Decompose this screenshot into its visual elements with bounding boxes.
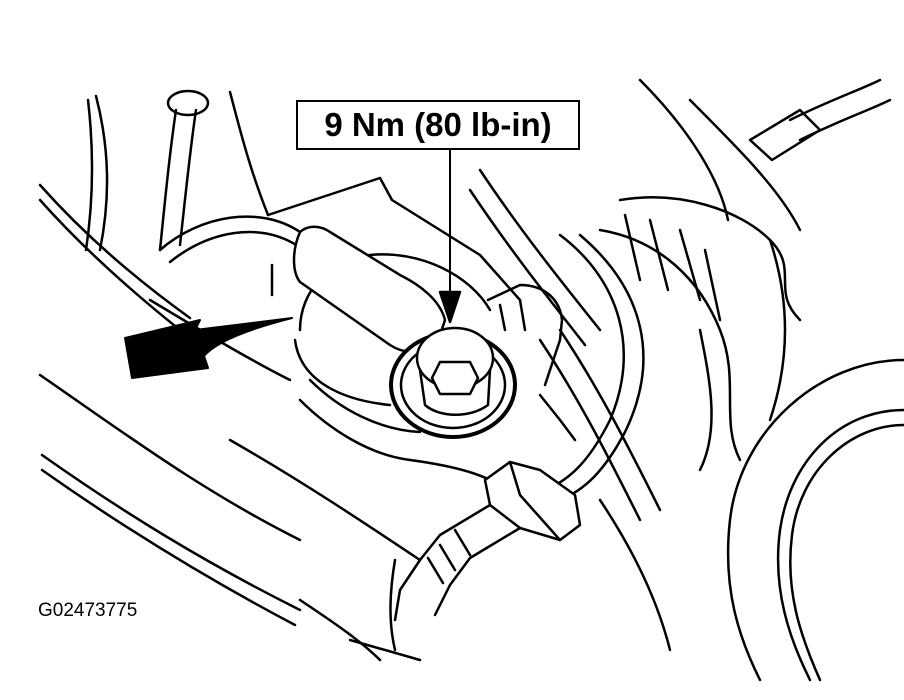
sensor-boss bbox=[266, 176, 522, 482]
locator-arrow-icon bbox=[124, 317, 293, 379]
dipstick-tube bbox=[158, 89, 210, 252]
hose-assembly bbox=[598, 78, 892, 472]
wiring-harness bbox=[158, 215, 302, 264]
sensor-connector bbox=[292, 225, 577, 442]
figure-id: G02473775 bbox=[38, 600, 138, 621]
engine-block-contours bbox=[38, 90, 672, 662]
knock-sensor-bolt bbox=[389, 326, 517, 439]
torque-pointer bbox=[438, 149, 462, 324]
torque-spec-callout: 9 Nm (80 lb-in) bbox=[296, 100, 580, 150]
fuel-line bbox=[389, 233, 645, 652]
round-housing bbox=[726, 358, 904, 682]
